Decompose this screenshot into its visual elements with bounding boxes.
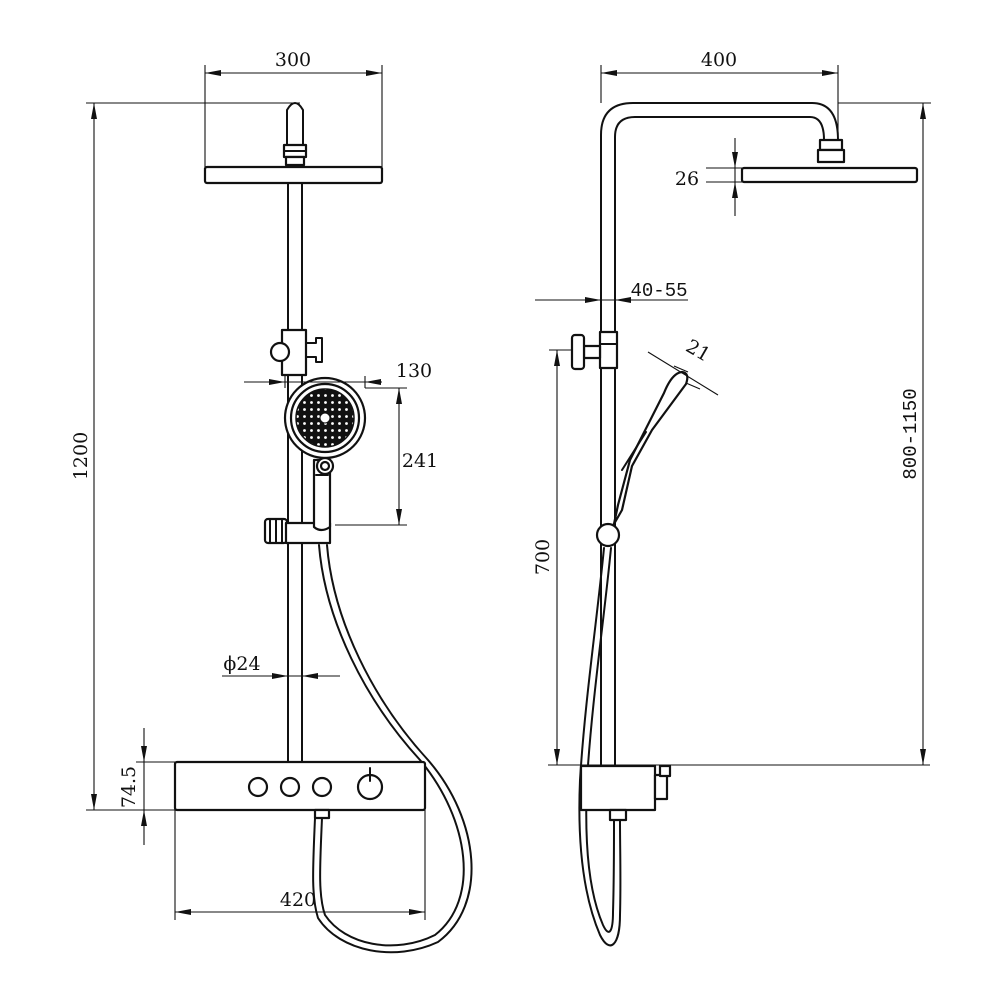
side-hand-shower [595, 370, 689, 548]
side-rain-head [740, 166, 919, 184]
dim-arm-projection: 400 [600, 49, 839, 140]
dim-pipe-diameter-label: ϕ24 [223, 653, 260, 675]
dim-head-width: 300 [204, 49, 383, 167]
front-slider-bracket [263, 517, 332, 545]
side-view: 400 26 40-55 21 [532, 49, 931, 947]
dim-arm-projection-label: 400 [701, 49, 737, 71]
front-control-button-2 [279, 776, 301, 798]
dim-wall-distance: 40-55 [535, 280, 688, 332]
dim-adjustable-height-label: 800-1150 [900, 388, 922, 479]
side-mid-clamp [570, 330, 619, 371]
side-hose [578, 547, 622, 947]
dim-adjustable-height: 800-1150 [838, 102, 931, 765]
dim-wall-distance-label: 40-55 [630, 280, 687, 302]
dim-total-height: 1200 [70, 102, 300, 811]
dim-total-height-label: 1200 [70, 432, 92, 480]
side-riser-arm [600, 102, 839, 766]
dim-pipe-diameter: ϕ24 [222, 653, 340, 679]
front-mid-clamp [269, 328, 323, 377]
front-control-button-3 [311, 776, 333, 798]
dim-thermostat-height-label: 74.5 [118, 766, 140, 808]
dim-handshower-height-label: 241 [402, 450, 438, 472]
front-view: 300 1200 130 241 [70, 49, 473, 954]
dim-handshower-height: 241 [335, 387, 438, 526]
dim-slide-height: 700 [532, 349, 572, 765]
dim-handshower-width-label: 130 [396, 360, 432, 382]
side-thermostat-body [579, 764, 672, 822]
dim-handshower-width: 130 [244, 360, 432, 388]
front-hose [318, 544, 465, 947]
dim-thermostat-width: 420 [174, 810, 426, 920]
dim-head-thickness: 26 [675, 138, 742, 216]
front-thermostat-body [173, 760, 427, 820]
front-control-button-1 [247, 776, 269, 798]
front-shower-arm [286, 102, 304, 147]
dim-handshower-diameter-label: 21 [682, 335, 714, 366]
dim-head-thickness-label: 26 [675, 168, 699, 190]
dim-slide-height-label: 700 [532, 539, 554, 575]
dim-thermostat-width-label: 420 [280, 889, 316, 911]
dim-head-width-label: 300 [275, 49, 311, 71]
dim-thermostat-height: 74.5 [118, 728, 175, 845]
front-riser-rod [287, 159, 303, 763]
front-hand-shower [283, 376, 367, 532]
front-rain-head [203, 165, 384, 185]
